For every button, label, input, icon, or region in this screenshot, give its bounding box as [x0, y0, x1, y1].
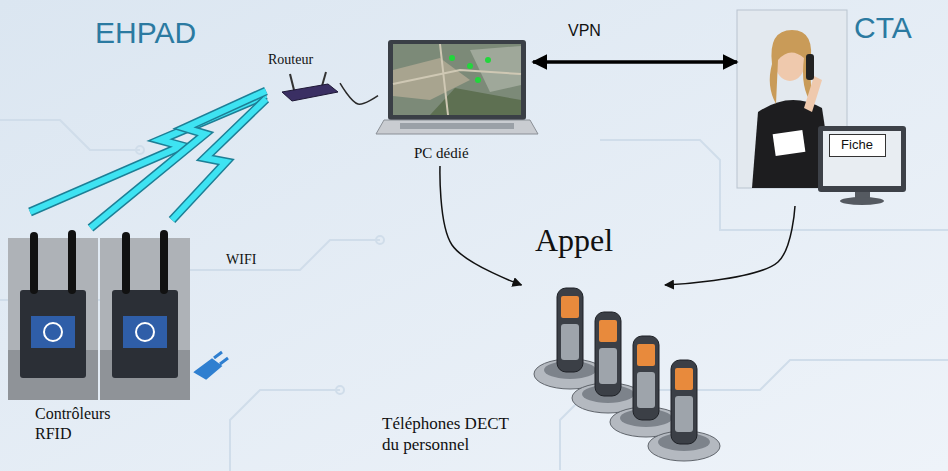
wifi-bolt — [30, 95, 266, 212]
dect-phones: Téléphones DECT du personnel — [380, 285, 725, 465]
laptop-keyboard — [400, 123, 514, 129]
call-label: Appel — [535, 222, 613, 259]
monitor-frame — [818, 126, 906, 192]
map-area — [430, 88, 521, 115]
laptop-base — [376, 120, 538, 134]
operator-arm — [804, 76, 822, 112]
cable-link — [340, 83, 378, 104]
call-arrow — [440, 166, 522, 285]
rfid-controller-photo — [8, 230, 98, 400]
wifi-link — [91, 91, 267, 228]
region-title: EHPAD — [95, 16, 196, 50]
operator-hair — [770, 30, 812, 104]
node-caption: Fiche — [830, 135, 884, 155]
laptop-screen — [393, 44, 521, 115]
circuit-pad — [336, 386, 344, 394]
operator-paper — [773, 130, 806, 156]
map-area — [470, 46, 521, 92]
operator-phone — [806, 54, 814, 80]
circuit-trace — [0, 120, 140, 150]
map-dot — [485, 57, 491, 63]
dect-phone — [648, 360, 720, 461]
map-dot — [475, 77, 481, 83]
node-caption: Routeur — [268, 52, 313, 69]
power-plug — [196, 352, 228, 378]
router-body — [282, 84, 338, 101]
circuit-pad — [376, 236, 384, 244]
node-caption: CTA — [854, 10, 912, 46]
circuit-trace — [230, 390, 340, 471]
operator-station: CTA Fiche — [737, 8, 937, 206]
router-antenna — [290, 74, 294, 90]
edge-label: WIFI — [226, 252, 256, 268]
rfid-controllers: Contrôleurs RFID — [5, 228, 195, 460]
circuit-pad — [136, 146, 144, 154]
wifi-bolt-outline — [91, 91, 267, 228]
node-caption: Téléphones DECT du personnel — [382, 413, 517, 456]
node-caption: Contrôleurs RFID — [35, 404, 130, 444]
laptop-pc: PC dédié — [378, 38, 533, 166]
monitor-base — [840, 197, 884, 205]
form-screen: Fiche — [829, 134, 886, 157]
monitor-screen — [823, 131, 901, 186]
rfid-controller-photo — [100, 230, 190, 400]
router-antenna — [322, 72, 326, 86]
edge-label: VPN — [568, 22, 601, 40]
wifi-bolt-outline — [30, 95, 266, 212]
router-icon: Routeur — [266, 52, 340, 104]
map-road — [393, 44, 521, 115]
vpn-arrow — [533, 60, 737, 64]
laptop-bezel — [388, 40, 526, 120]
map-dot — [467, 63, 473, 69]
call-arrow — [665, 206, 795, 285]
node-caption: PC dédié — [414, 144, 469, 162]
map-dot — [449, 55, 455, 61]
